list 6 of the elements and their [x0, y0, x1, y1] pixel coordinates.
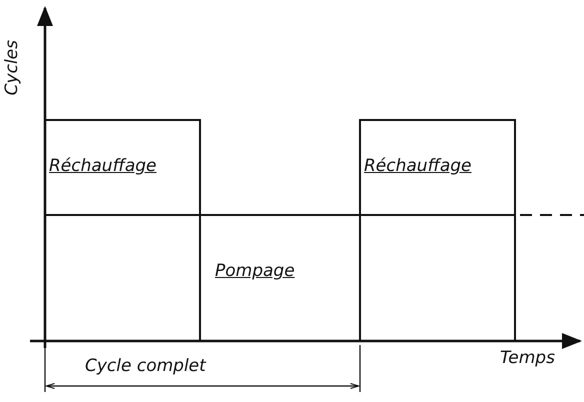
- phase-label: Pompage: [215, 263, 295, 280]
- axis-label: Temps: [500, 350, 555, 367]
- axis-label: Cycles: [4, 40, 21, 96]
- phase-label: Réchauffage: [49, 158, 157, 175]
- phase-label: Réchauffage: [364, 158, 472, 175]
- dimension-label: Cycle complet: [85, 358, 206, 375]
